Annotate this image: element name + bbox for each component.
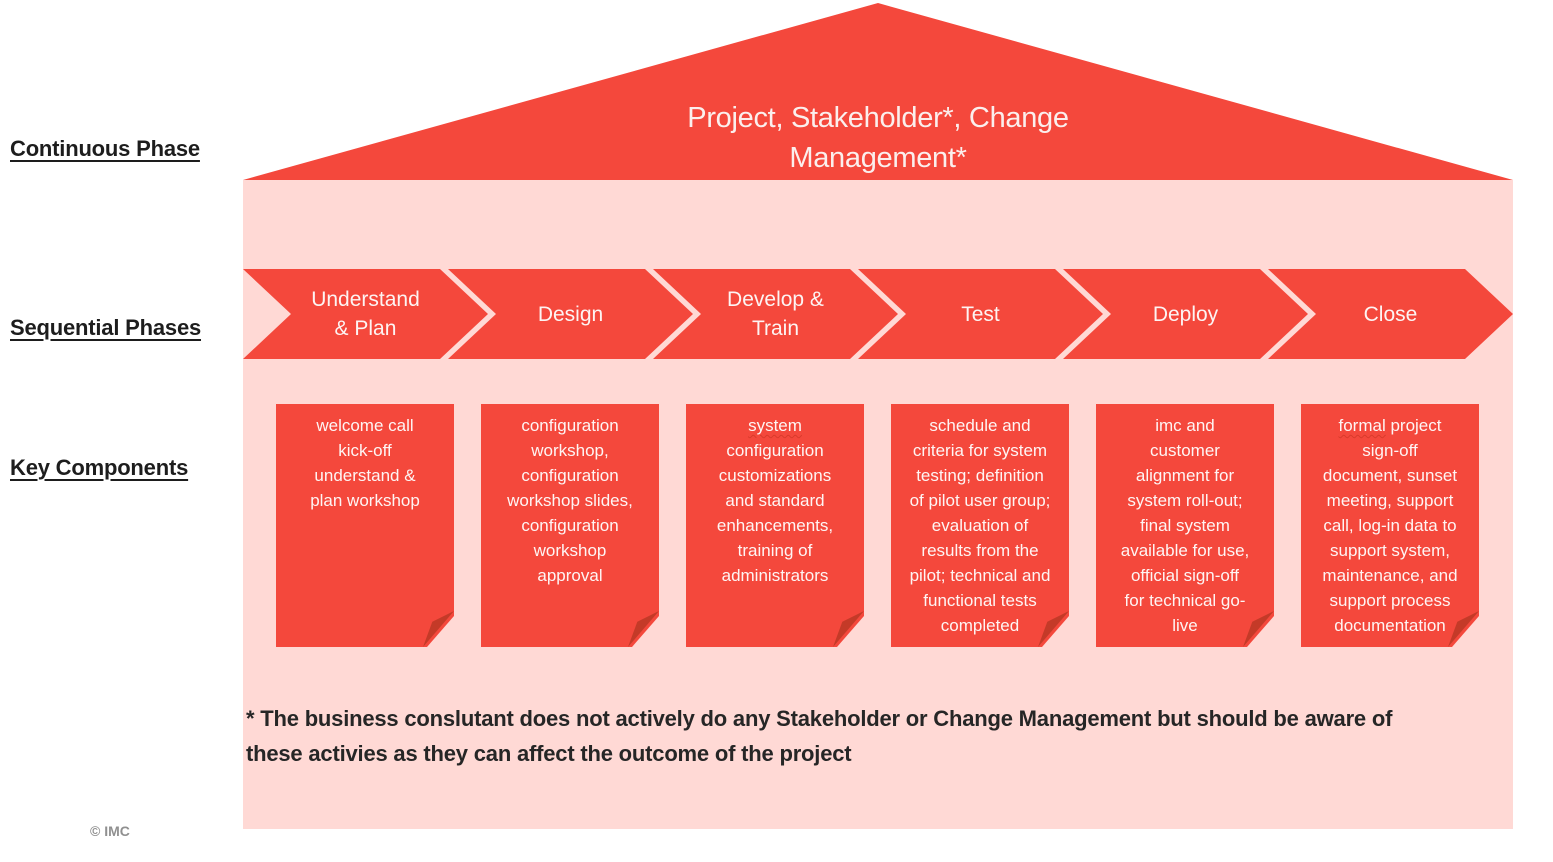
copyright: © IMC [90,823,130,839]
phase-arrow-label: Test [961,302,1000,326]
footnote: * The business conslutant does not activ… [246,706,1393,766]
card-text: imc and customer alignment for system ro… [1120,416,1250,635]
continuous-phase-title: Project, Stakeholder*, Change Management… [687,102,1069,174]
row-label-key-components: Key Components [10,455,189,480]
card-text: system configuration customizations and … [716,416,834,585]
phase-arrow-label: Deploy [1152,302,1219,326]
card-text: schedule and criteria for system testing… [909,416,1051,635]
phase-arrow-label: Design [537,302,604,326]
key-component-card-close: formal project sign-off document, sunset… [1301,404,1479,647]
key-component-card-develop-train: system configuration customizations and … [686,404,864,647]
card-text: configuration workshop, configuration wo… [507,416,633,585]
card-text: welcome call kick-off understand & plan … [310,416,420,510]
card-text: formal project sign-off document, sunset… [1322,416,1458,635]
key-component-card-deploy: imc and customer alignment for system ro… [1096,404,1274,647]
phase-arrow-label: Understand & Plan [311,288,420,340]
key-component-card-design: configuration workshop, configuration wo… [481,404,659,647]
phase-arrow-label: Close [1363,302,1418,326]
row-label-continuous-phase: Continuous Phase [10,136,200,161]
continuous-phase-roof: Project, Stakeholder*, Change Management… [243,3,1513,180]
phase-arrow-label: Develop & Train [727,288,824,340]
row-label-sequential-phases: Sequential Phases [10,315,202,340]
key-component-card-test: schedule and criteria for system testing… [891,404,1069,647]
key-component-card-understand-plan: welcome call kick-off understand & plan … [276,404,454,647]
